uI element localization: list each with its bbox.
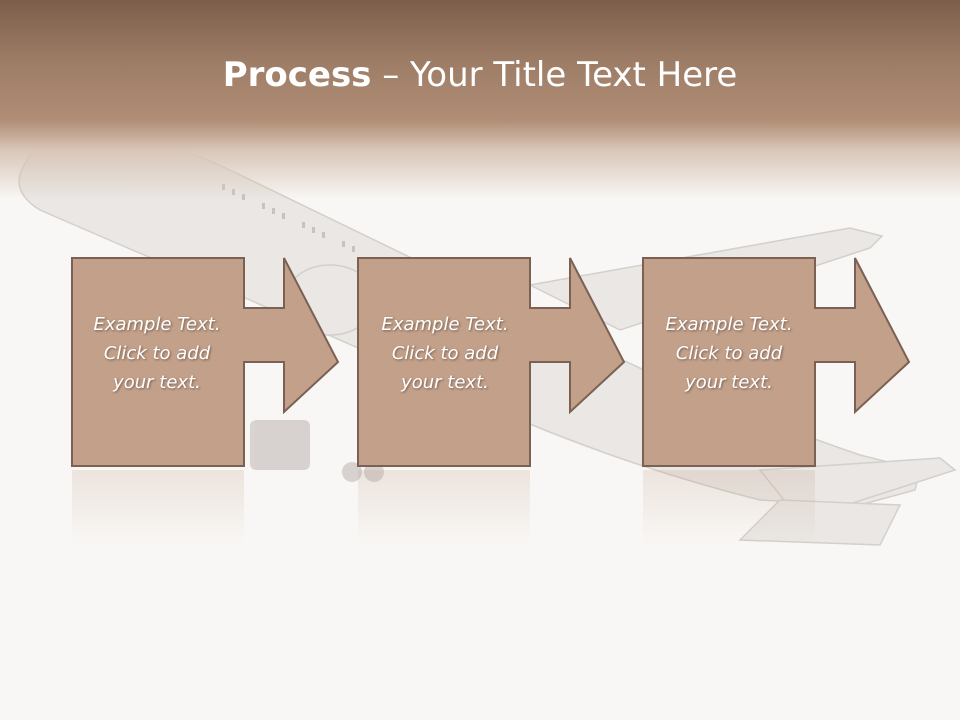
process-reflection xyxy=(72,470,815,545)
process-step-3-text[interactable]: Example Text. Click to add your text. xyxy=(665,314,793,393)
process-step-1-text[interactable]: Example Text. Click to add your text. xyxy=(93,314,221,393)
title-rest-text: – Your Title Text Here xyxy=(371,55,738,95)
process-step-3-arrow[interactable] xyxy=(641,256,913,468)
process-step-2-text[interactable]: Example Text. Click to add your text. xyxy=(381,314,509,393)
process-step-2-arrow[interactable] xyxy=(356,256,628,468)
slide-title[interactable]: Process – Your Title Text Here xyxy=(0,52,960,98)
title-bold-text: Process xyxy=(222,55,372,95)
process-step-1-arrow[interactable] xyxy=(70,256,342,468)
title-header-band xyxy=(0,0,960,200)
